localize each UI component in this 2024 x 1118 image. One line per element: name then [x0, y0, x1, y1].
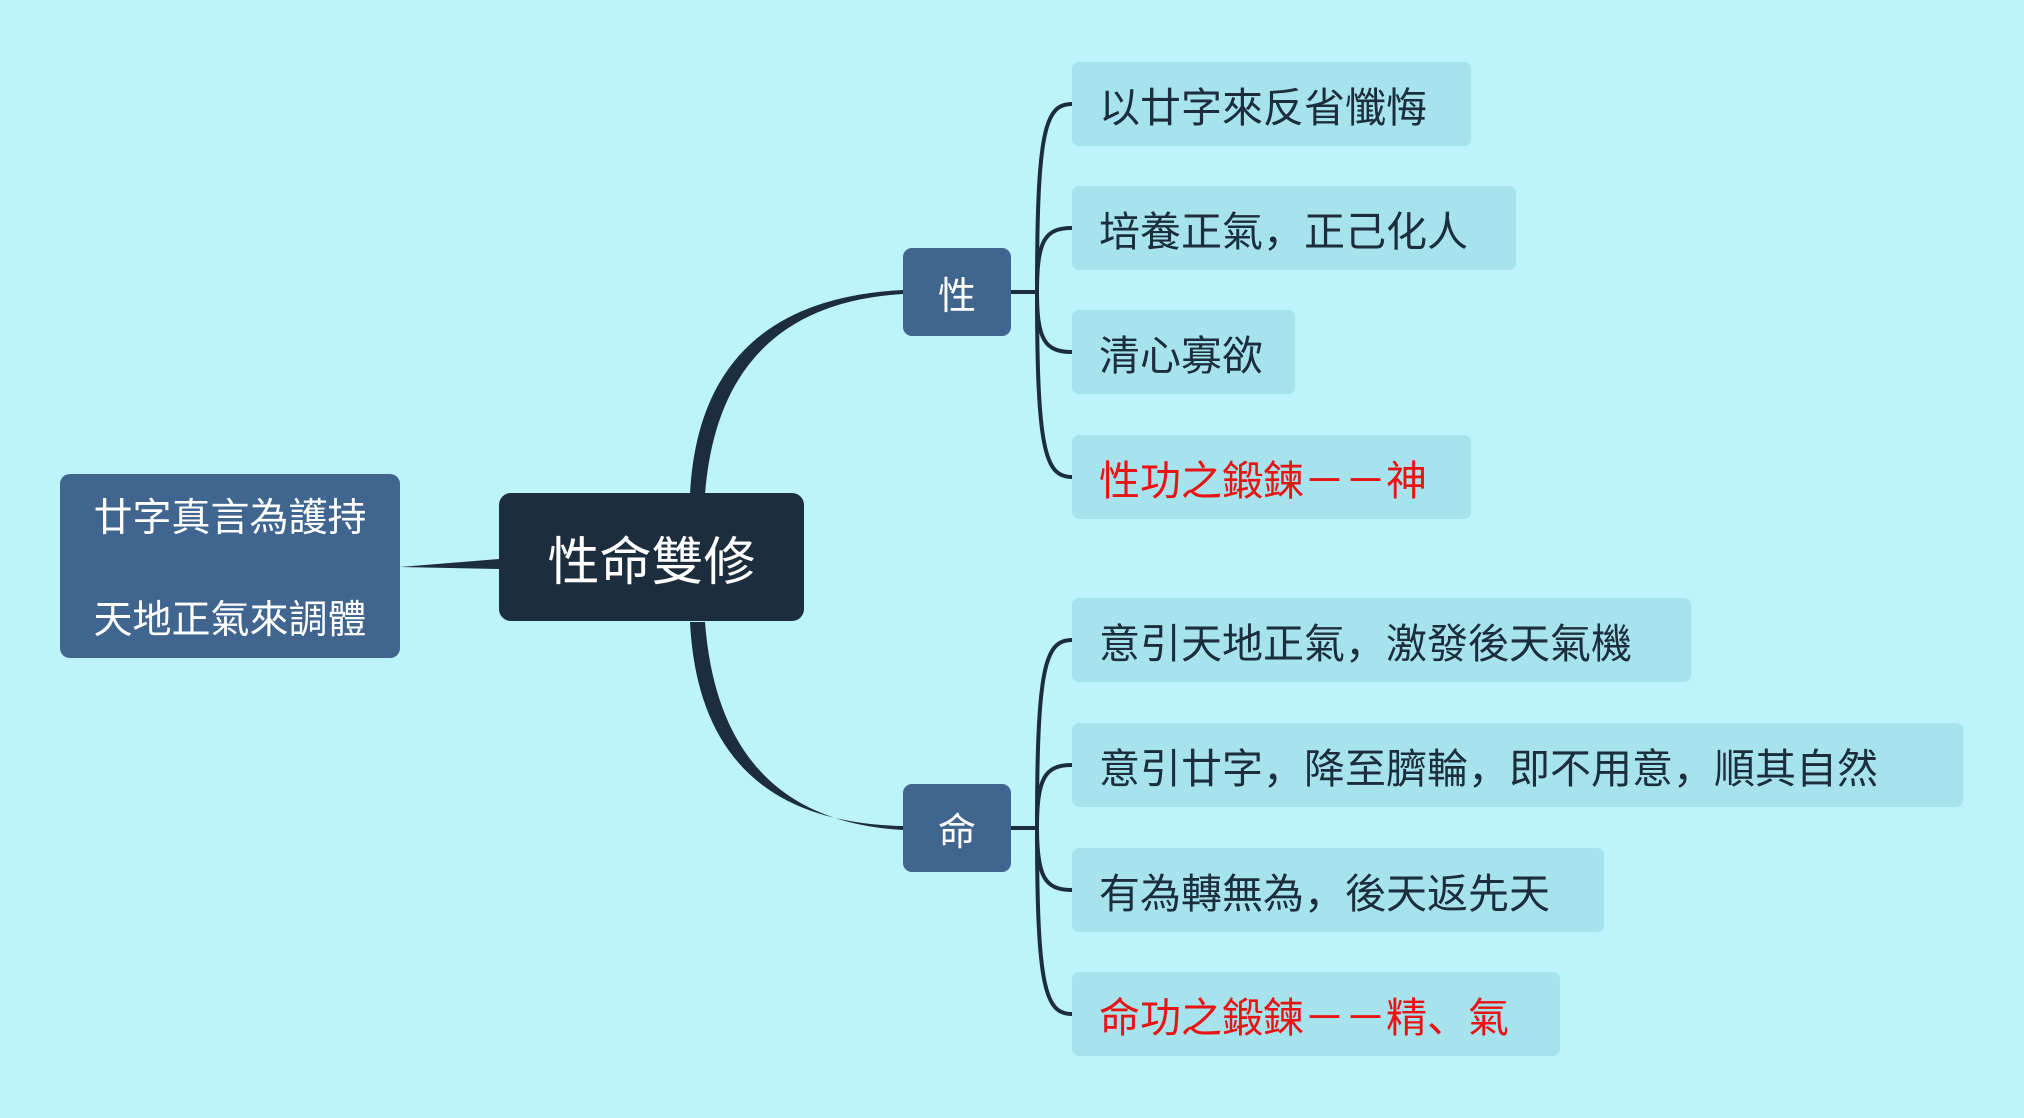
- connector-ming-leaf-4: [1035, 826, 1074, 1016]
- branch-xing[interactable]: 性: [903, 248, 1011, 336]
- connector-callout: [400, 559, 499, 569]
- connector-xing-leaf-2: [1035, 226, 1074, 294]
- connector-xing-leaf-1: [1035, 102, 1074, 294]
- connector-xing-branch: [690, 290, 903, 494]
- leaf-xing-1[interactable]: 以廿字來反省懺悔: [1072, 62, 1471, 146]
- callout-line-2: 天地正氣來調體: [93, 598, 367, 643]
- connector-xing-leaf-4: [1035, 290, 1074, 479]
- leaf-ming-1[interactable]: 意引天地正氣，激發後天氣機: [1072, 598, 1691, 682]
- leaf-xing-3[interactable]: 清心寡欲: [1072, 310, 1295, 394]
- connector-ming-leaf-3: [1035, 826, 1074, 892]
- connector-xing-leaf-3: [1035, 290, 1074, 354]
- leaf-xing-2[interactable]: 培養正氣，正己化人: [1072, 186, 1516, 270]
- connector-ming-leaf-1: [1035, 638, 1074, 830]
- leaf-ming-2[interactable]: 意引廿字，降至臍輪，即不用意，順其自然: [1072, 723, 1963, 807]
- leaf-ming-4[interactable]: 命功之鍛鍊－－精、氣: [1072, 972, 1560, 1056]
- callout-line-1: 廿字真言為護持: [93, 496, 367, 541]
- callout-box[interactable]: 廿字真言為護持 天地正氣來調體: [60, 474, 400, 658]
- leaf-xing-4[interactable]: 性功之鍛鍊－－神: [1072, 435, 1471, 519]
- branch-ming[interactable]: 命: [903, 784, 1011, 872]
- connector-ming-leaf-2: [1035, 763, 1074, 830]
- central-topic[interactable]: 性命雙修: [499, 493, 804, 621]
- connector-ming-branch: [690, 622, 903, 830]
- leaf-ming-3[interactable]: 有為轉無為，後天返先天: [1072, 848, 1604, 932]
